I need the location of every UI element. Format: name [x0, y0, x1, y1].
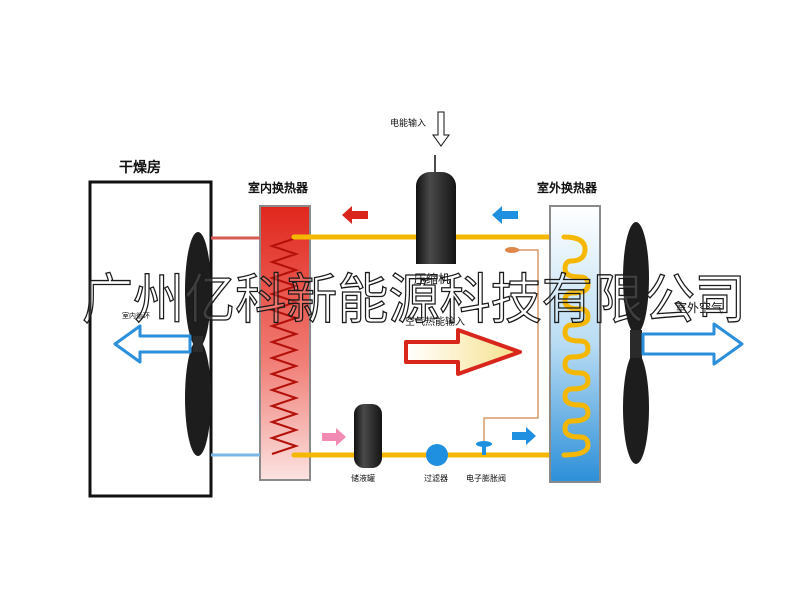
receiver-tank: [354, 404, 382, 468]
power-input-arrow: [432, 111, 450, 147]
outdoor-coil: [561, 234, 591, 458]
cold-flow-arrow-top: [492, 206, 518, 224]
indoor-coil: [268, 237, 300, 455]
air-heat-input-arrow: [404, 328, 522, 376]
filter-label: 过滤器: [424, 473, 448, 483]
power-input-label: 电能输入: [390, 117, 426, 129]
indoor-exchanger-label: 室内换热器: [248, 180, 309, 195]
indoor-air-label: 室内循环: [122, 311, 150, 320]
dry-room-label: 干燥房: [119, 159, 161, 176]
expansion-valve-label: 电子膨胀阀: [466, 473, 506, 483]
outdoor-air-label: 室外空气: [675, 300, 723, 315]
pink-flow-arrow: [322, 428, 346, 446]
indoor-exchanger: [259, 205, 311, 481]
outdoor-exchanger-label: 室外换热器: [537, 180, 598, 195]
air-heat-input-label: 空气热能输入: [405, 315, 465, 328]
indoor-fan-icon: [185, 232, 211, 456]
cold-flow-arrow-bottom: [512, 427, 536, 445]
hot-flow-arrow: [342, 206, 368, 224]
filter: [426, 444, 448, 466]
outdoor-fan-icon: [623, 222, 649, 464]
capillary-tube: [483, 249, 539, 443]
compressor-label: 压缩机: [414, 271, 450, 286]
outdoor-air-arrow: [641, 322, 744, 366]
expansion-valve: [476, 441, 492, 455]
indoor-air-arrow: [113, 324, 192, 364]
dry-room-box: [88, 180, 213, 498]
compressor: [416, 172, 456, 264]
watermark: 广州亿科新能源科技有限公司: [82, 268, 746, 331]
outdoor-exchanger: [549, 205, 601, 483]
receiver-label: 储液罐: [351, 473, 375, 483]
